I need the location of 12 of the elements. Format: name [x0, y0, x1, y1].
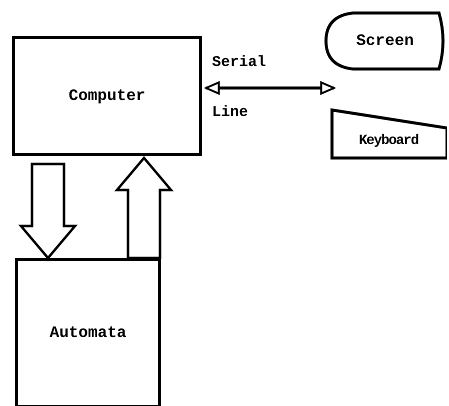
- node-label: Keyboard: [358, 132, 418, 150]
- edge-label: Serial Line: [212, 53, 268, 123]
- double-arrow: [205, 81, 335, 95]
- block-arrow: [114, 156, 174, 260]
- keyboard-shape: [330, 108, 447, 160]
- display-shape: [323, 10, 447, 72]
- process-box: [12, 36, 202, 156]
- process-box: [15, 258, 161, 406]
- node-label: Computer: [68, 86, 146, 107]
- block-arrow: [18, 162, 78, 260]
- node-label: Automata: [50, 323, 126, 344]
- node-label: Screen: [356, 31, 414, 52]
